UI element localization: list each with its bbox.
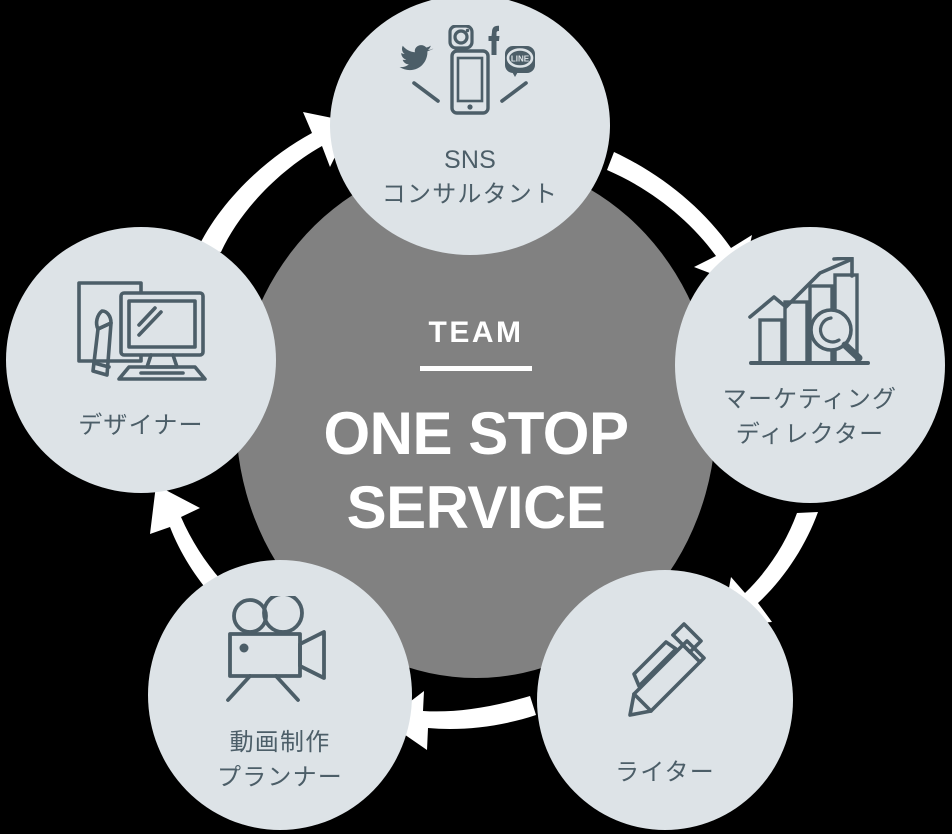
growth-chart-magnifier-icon	[748, 257, 870, 365]
node-marketing-director-label-line1: マーケティング	[722, 386, 898, 413]
node-designer[interactable]: デザイナー	[6, 227, 276, 493]
node-video-planner[interactable]: 動画制作 プランナー	[148, 560, 412, 830]
arrow-video-to-designer	[150, 485, 221, 598]
hub-divider	[420, 366, 532, 372]
node-sns-consultant-label-line2: コンサルタント	[381, 180, 559, 208]
svg-text:LINE: LINE	[511, 55, 530, 64]
pen-icon	[628, 622, 706, 717]
node-marketing-director[interactable]: マーケティング ディレクター	[675, 227, 945, 503]
node-video-planner-label-line1: 動画制作	[229, 729, 331, 756]
hub-eyebrow-label: TEAM	[428, 316, 524, 350]
hub-content: TEAM ONE STOP SERVICE	[324, 318, 629, 543]
arrow-sns-to-marketing	[607, 152, 752, 285]
arrow-designer-to-sns	[197, 112, 352, 252]
hub-title: ONE STOP SERVICE	[323, 400, 629, 541]
arrow-marketing-to-writer	[722, 512, 818, 626]
node-marketing-director-label-line2: ディレクター	[735, 421, 885, 449]
node-writer[interactable]: ライター	[537, 570, 793, 830]
movie-camera-icon	[226, 596, 326, 702]
node-designer-label-line1: デザイナー	[78, 412, 204, 439]
social-media-phone-icon: LINE	[399, 25, 535, 115]
arrow-writer-to-video	[385, 691, 536, 750]
node-sns-consultant-label-line1: SNS	[443, 146, 496, 174]
node-video-planner-label-line2: プランナー	[217, 764, 343, 792]
monitor-paintbrush-icon	[77, 281, 207, 381]
node-sns-consultant[interactable]: LINE SNS コンサルタント	[330, 0, 610, 255]
node-writer-label-line1: ライター	[615, 759, 715, 786]
